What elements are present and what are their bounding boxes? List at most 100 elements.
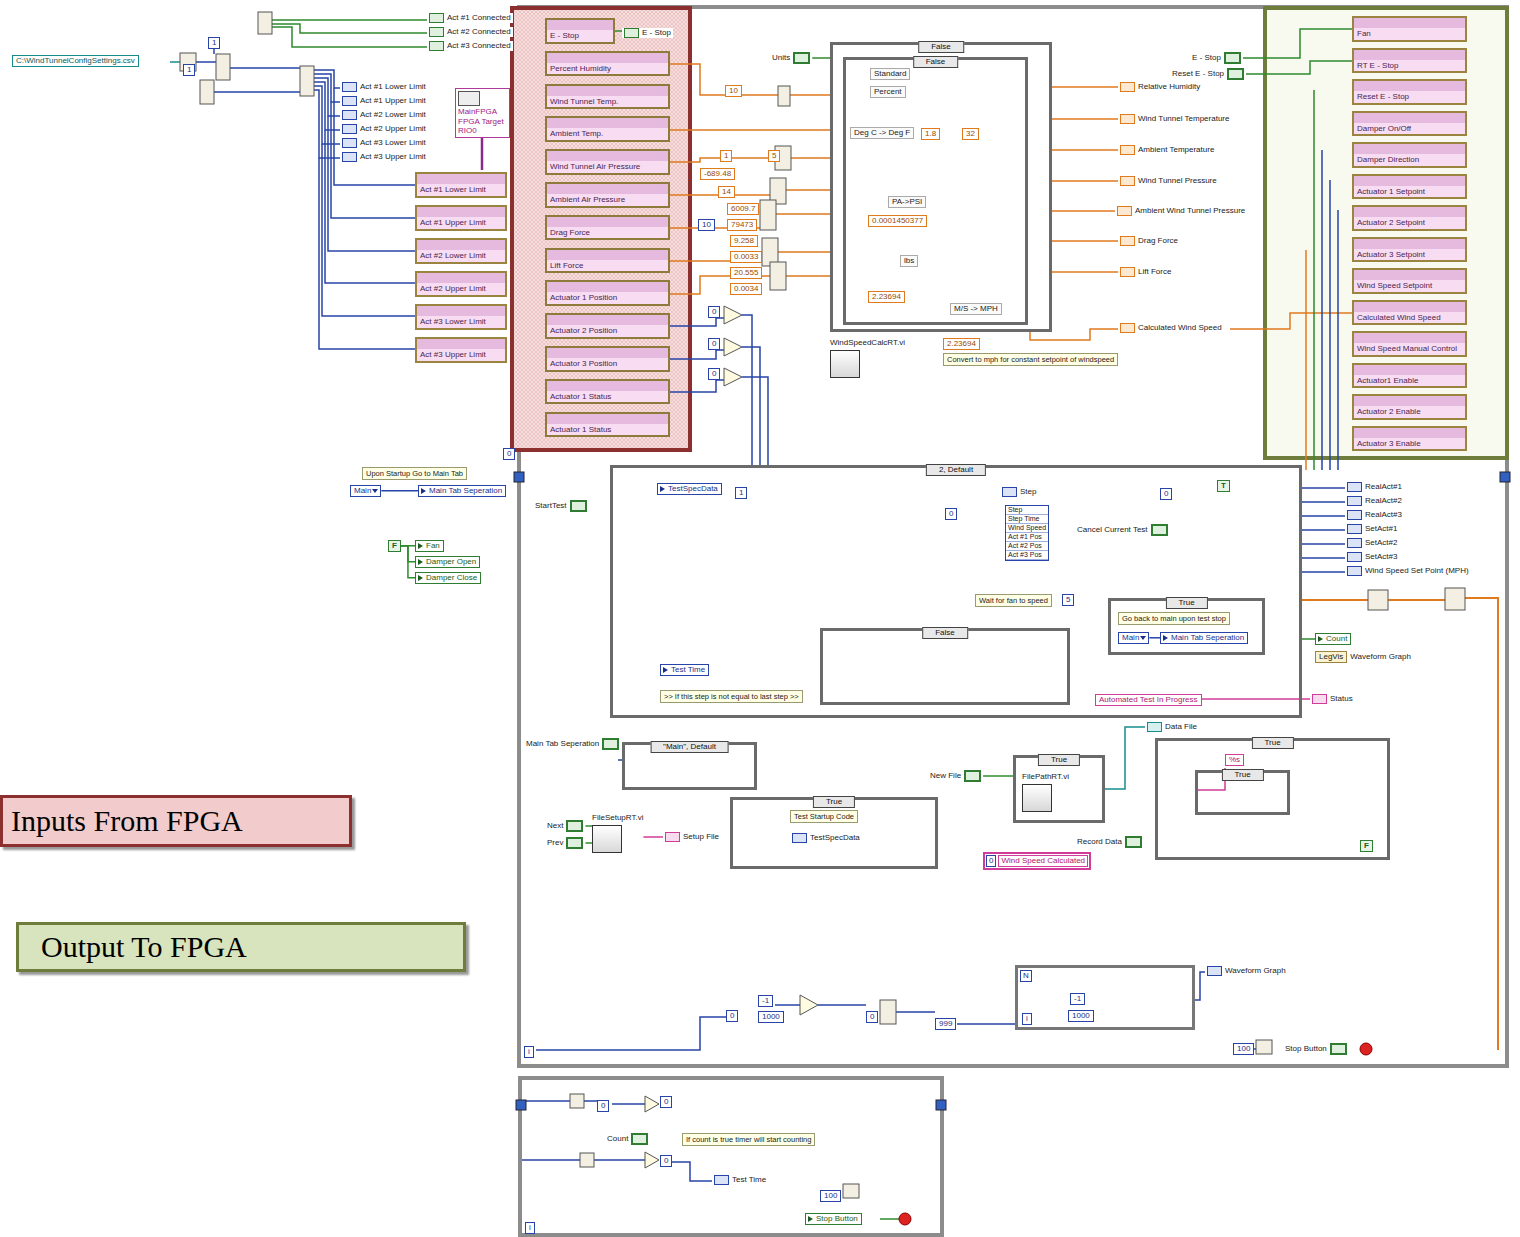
fpga-write-node: Damper On/Off <box>1352 111 1467 137</box>
comment-label: Go back to main upon test stop <box>1118 612 1230 625</box>
node-text: 20.555 <box>734 268 758 277</box>
node-text: Fan <box>426 541 440 550</box>
node-text: 100 <box>824 1191 837 1200</box>
indicator-terminal: Drag Force <box>1118 236 1180 246</box>
node-text: Step <box>1006 506 1048 515</box>
case-selector: "Main", Default <box>650 741 729 753</box>
label-box: Standard <box>870 68 910 80</box>
node-text: StartTest <box>535 501 567 511</box>
local-variable: Count <box>1315 633 1351 645</box>
indicator-terminal: Relative Humidity <box>1118 82 1202 92</box>
node-text: Prev <box>547 838 563 848</box>
node-text: Act #2 Upper Limit <box>360 124 426 134</box>
numeric-constant: -1 <box>758 995 773 1007</box>
legend-text: Output To FPGA <box>41 930 247 964</box>
fpga-read-node: Actuator 2 Position <box>545 313 670 339</box>
comment-label: If count is true timer will start counti… <box>682 1133 815 1146</box>
node-text: E - Stop <box>550 31 579 40</box>
wire <box>401 546 415 578</box>
wire <box>1052 210 1115 212</box>
node-text: Act #2 Lower Limit <box>420 251 486 260</box>
node-text: Lift Force <box>550 261 583 270</box>
node-text: Act #3 Pos <box>1006 551 1048 560</box>
node-text: 79473 <box>731 220 753 229</box>
node-text: Step <box>1020 487 1036 497</box>
local-variable: Damper Open <box>415 556 480 568</box>
node-text: Main Tab Seperation <box>526 739 599 749</box>
control-terminal: Prev <box>545 837 585 849</box>
node-text: Actuator 3 Setpoint <box>1357 250 1425 259</box>
fpga-write-node: Act #3 Upper Limit <box>415 337 507 363</box>
numeric-constant: 1 <box>735 487 747 499</box>
label-box: Deg C -> Deg F <box>850 127 914 139</box>
indicator-terminal: Ambient Wind Tunnel Pressure <box>1115 206 1247 216</box>
node-text: Drag Force <box>1138 236 1178 246</box>
node-text: 5 <box>1066 595 1070 604</box>
case-structure: FalseFalseStandardPercentDeg C -> Deg F1… <box>830 42 1052 332</box>
node-text: Reset E - Stop <box>1172 69 1224 79</box>
wire <box>983 775 1013 777</box>
fpga-read-node: Lift Force <box>545 248 670 274</box>
fpga-write-node: Act #1 Lower Limit <box>415 172 507 198</box>
indicator-terminal: Step <box>1000 487 1038 497</box>
wire <box>643 836 663 838</box>
node-text: 1 <box>212 38 216 47</box>
fpga-write-node: Act #2 Lower Limit <box>415 238 507 264</box>
node-text: Stop Button <box>816 1214 858 1223</box>
node-text: Wait for fan to speed <box>979 596 1048 605</box>
numeric-constant: 20.555 <box>730 267 762 279</box>
indicator-terminal: Calculated Wind Speed <box>1118 323 1224 333</box>
node-text: F <box>392 541 397 550</box>
node-text: C:\WindTunnelConfigSettings.csv <box>16 56 135 65</box>
node-text: Actuator 1 Status <box>550 425 611 434</box>
node-text: E - Stop <box>1192 53 1221 63</box>
node-text: Calculated Wind Speed <box>1357 313 1441 322</box>
wire <box>1202 698 1310 700</box>
array-constant: 0Wind Speed Calculated <box>983 852 1091 870</box>
numeric-constant: 10 <box>725 85 742 97</box>
node-text: Stop Button <box>1285 1044 1327 1054</box>
numeric-constant: 0 <box>597 1100 609 1112</box>
path-constant: C:\WindTunnelConfigSettings.csv <box>12 55 139 67</box>
node-text: 0 <box>712 369 716 378</box>
node-text: 1 <box>187 65 191 74</box>
node-text: RT E - Stop <box>1357 61 1399 70</box>
label-box: PA->PSI <box>888 196 926 208</box>
numeric-constant: -689.48 <box>700 168 735 180</box>
local-variable: Damper Close <box>415 572 481 584</box>
node-text: Actuator 3 Position <box>550 359 617 368</box>
indicator-terminal: Ambient Temperature <box>1118 145 1216 155</box>
node-text: FileSetupRT.vi <box>592 813 643 823</box>
node-text: Wind Speed Set Point (MPH) <box>1365 566 1469 576</box>
node-text: TestSpecData <box>810 833 860 843</box>
fpga-read-node: Ambient Temp. <box>545 116 670 142</box>
numeric-constant: 0 <box>945 508 957 520</box>
node-text: 14 <box>722 187 731 196</box>
subvi-node: FileSetupRT.vi <box>592 813 643 853</box>
indicator-terminal: Wind Speed Set Point (MPH) <box>1345 566 1471 576</box>
node-text: 0 <box>730 1011 734 1020</box>
numeric-constant: 100 <box>1233 1043 1254 1055</box>
node-text: Relative Humidity <box>1138 82 1200 92</box>
node-text: Step Time <box>1006 515 1048 524</box>
numeric-constant: 0.0033 <box>730 251 762 263</box>
legend-swatch: Inputs From FPGA <box>0 795 352 847</box>
local-variable: Test Time <box>660 664 709 676</box>
numeric-constant: 0 <box>660 1096 672 1108</box>
node-text: -1 <box>762 996 769 1005</box>
node-text: Act #1 Lower Limit <box>420 185 486 194</box>
node-text: N <box>1020 970 1032 982</box>
enum-constant: Main <box>1118 632 1149 644</box>
case-structure: 2, DefaultTestSpecData1Step0StepStep Tim… <box>610 465 1302 718</box>
control-terminal: E - Stop <box>1190 52 1243 64</box>
node-text: 0 <box>712 339 716 348</box>
case-selector: True <box>1251 737 1293 749</box>
wire <box>1052 271 1118 273</box>
node-text: Damper On/Off <box>1357 124 1411 133</box>
numeric-constant: 0 <box>708 338 720 350</box>
subvi-node: WindSpeedCalcRT.vi <box>830 338 905 378</box>
node-text: LegVis <box>1315 651 1347 663</box>
indicator-terminal: Act #3 Upper Limit <box>340 152 428 162</box>
comment-label: Test Startup Code <box>790 810 858 823</box>
numeric-constant: 0 <box>708 306 720 318</box>
